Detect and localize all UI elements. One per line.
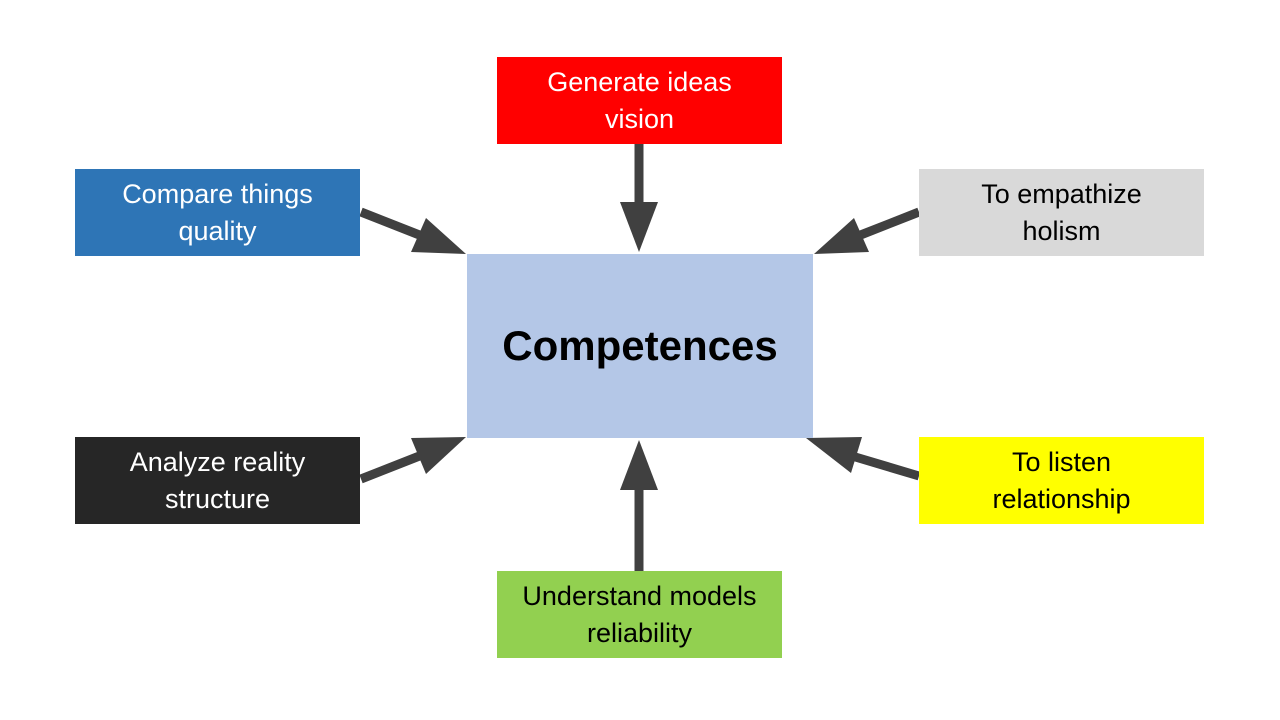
to-listen-line2: relationship <box>992 483 1131 514</box>
compare-things-line1: Compare things <box>122 178 313 209</box>
to-listen-line1: To listen <box>1011 446 1112 477</box>
arrow-br-to-center <box>806 437 921 481</box>
competences-label: Competences <box>502 322 778 369</box>
understand-models-line2: reliability <box>586 617 693 648</box>
understand-models-box: Understand models reliability <box>497 571 782 658</box>
to-listen-box: To listen relationship <box>919 437 1204 524</box>
to-empathize-line2: holism <box>1022 215 1101 246</box>
compare-things-box: Compare things quality <box>75 169 360 256</box>
analyze-reality-line1: Analyze reality <box>129 446 306 477</box>
generate-ideas-line1: Generate ideas <box>547 66 732 97</box>
compare-things-line2: quality <box>178 215 257 246</box>
understand-models-line1: Understand models <box>522 580 757 611</box>
arrow-bl-to-center <box>359 437 466 484</box>
competences-box: Competences <box>467 254 813 438</box>
to-empathize-box: To empathize holism <box>919 169 1204 256</box>
arrow-top-to-center <box>620 144 658 252</box>
generate-ideas-box: Generate ideas vision <box>497 57 782 144</box>
analyze-reality-box: Analyze reality structure <box>75 437 360 524</box>
arrow-bottom-to-center <box>620 440 658 571</box>
generate-ideas-line2: vision <box>604 103 675 134</box>
arrow-tl-to-center <box>359 207 466 254</box>
arrow-tr-to-center <box>814 207 921 254</box>
to-empathize-line1: To empathize <box>981 178 1142 209</box>
analyze-reality-line2: structure <box>164 483 271 514</box>
